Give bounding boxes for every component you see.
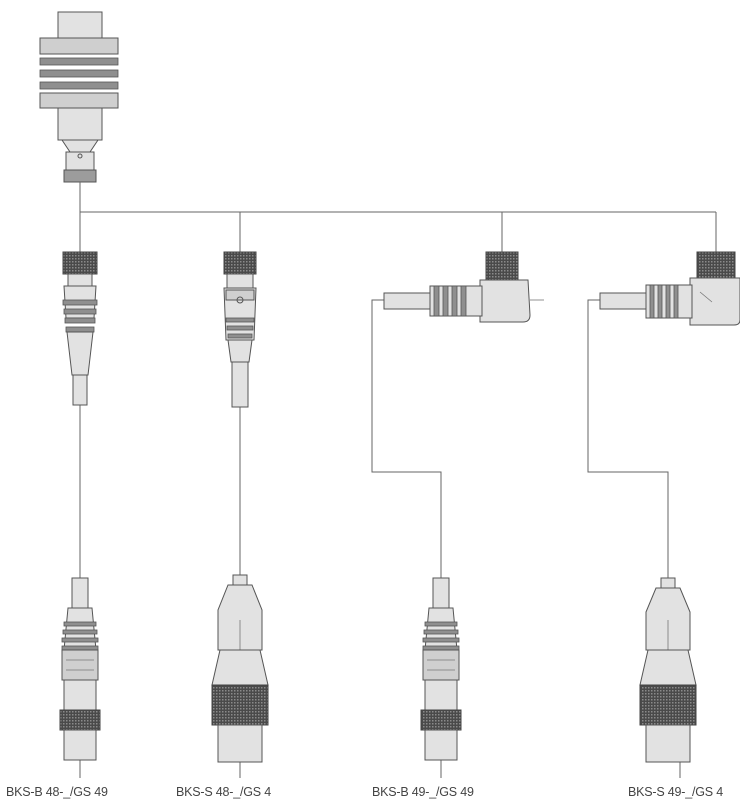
caption-bks-s-49: BKS-S 49-_/GS 4 — [628, 785, 723, 799]
bottom-connector-2 — [211, 574, 269, 763]
proximity-sensor — [39, 11, 119, 183]
connector-3-angled-b — [383, 251, 544, 323]
bottom-connector-4 — [639, 577, 697, 763]
connector-2-straight-s — [223, 251, 257, 408]
connector-1-straight-b — [62, 251, 98, 406]
bottom-connector-3 — [420, 577, 462, 761]
connection-lines — [79, 182, 717, 778]
caption-bks-s-48: BKS-S 48-_/GS 4 — [176, 785, 271, 799]
caption-bks-b-48: BKS-B 48-_/GS 49 — [6, 785, 108, 799]
connector-4-angled-s — [599, 251, 740, 326]
caption-bks-b-49: BKS-B 49-_/GS 49 — [372, 785, 474, 799]
bottom-connector-1 — [59, 577, 101, 761]
